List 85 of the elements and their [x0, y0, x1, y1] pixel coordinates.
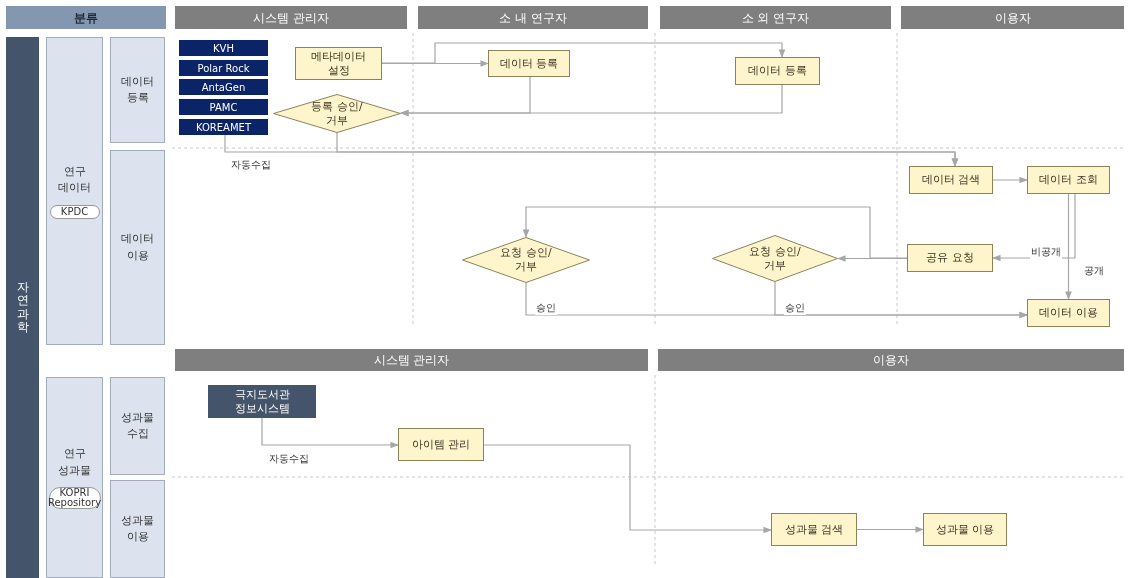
stage-column	[110, 377, 165, 475]
node-text: KOPRI Repository	[47, 488, 102, 508]
node-text: 시스템 관리자	[253, 9, 329, 27]
edge-label: 자동수집	[268, 451, 310, 466]
edge-label: 공개	[1083, 263, 1105, 278]
edge-label: 자동수집	[230, 157, 272, 172]
stage-column	[110, 37, 165, 143]
node-text: 메타데이터 설정	[310, 49, 367, 78]
database-box	[179, 60, 268, 76]
node-text: 데이터 이용	[1039, 306, 1098, 320]
lane-header	[175, 6, 407, 29]
connector-arrow	[992, 176, 1028, 184]
edge-label: 승인	[535, 300, 557, 315]
connector-arrow	[381, 42, 786, 64]
node-text: 소 외 연구자	[741, 9, 810, 27]
node-text: 데이터 등록	[120, 73, 155, 106]
database-box	[179, 119, 268, 135]
node-text: 요청 승인/거부	[748, 244, 802, 273]
node-text: 아이템 관리	[411, 437, 471, 452]
category-column	[46, 37, 103, 345]
process-box	[1027, 299, 1110, 327]
node-text: KOREAMET	[195, 120, 251, 135]
node-text: 공유 요청	[926, 251, 974, 265]
system-pill	[49, 204, 100, 219]
process-box	[398, 428, 484, 461]
decision-diamond	[462, 237, 590, 283]
connector-arrow	[224, 134, 959, 167]
node-text: 데이터 이용	[120, 231, 155, 264]
lane-header	[175, 349, 648, 371]
node-text: Polar Rock	[197, 61, 250, 76]
decision-diamond	[712, 235, 838, 282]
lane-header	[901, 6, 1124, 29]
node-text: 연구 데이터	[57, 163, 92, 196]
node-text: 데이터 등록	[748, 64, 807, 78]
process-box	[923, 513, 1007, 546]
node-text: KVH	[213, 41, 234, 56]
process-box	[735, 57, 820, 85]
connector-arrow	[1065, 193, 1072, 300]
decision-diamond	[273, 94, 401, 133]
node-text: 분류	[74, 9, 98, 27]
stage-column	[110, 150, 165, 345]
node-text: 요청 승인/거부	[499, 246, 553, 274]
node-text: 성과물 이용	[935, 522, 995, 537]
connector-arrow	[400, 84, 783, 117]
database-box	[179, 79, 268, 95]
process-box	[909, 166, 993, 194]
node-text: 이용자	[873, 352, 909, 369]
lane-header	[658, 349, 1124, 371]
node-text: 자연과학	[16, 281, 29, 334]
node-text: PAMC	[209, 100, 238, 115]
node-text: 성과물 이용	[120, 512, 155, 545]
node-text: KPDC	[60, 206, 89, 217]
lane-header	[660, 6, 891, 29]
process-box	[771, 513, 857, 546]
node-text: 데이터 검색	[921, 173, 981, 187]
category-band	[6, 37, 39, 578]
database-box	[179, 40, 268, 56]
node-text: AntaGen	[201, 80, 246, 95]
node-text: 데이터 조회	[1039, 173, 1098, 187]
node-text: 성과물 검색	[784, 522, 844, 537]
connector-arrow	[483, 444, 772, 534]
system-box	[208, 385, 316, 418]
connector-arrow	[261, 417, 399, 449]
connector-arrow	[774, 281, 1028, 319]
node-text: 소 내 연구자	[499, 9, 567, 27]
category-column	[46, 377, 103, 578]
process-box	[1027, 166, 1110, 194]
node-text: 시스템 관리자	[373, 352, 450, 369]
node-text: 등록 승인/거부	[310, 99, 364, 128]
node-text: 극지도서관 정보시스템	[233, 387, 291, 416]
header-bar	[6, 6, 166, 29]
node-text: 이용자	[994, 9, 1031, 27]
database-box	[179, 99, 268, 115]
edge-label: 비공개	[1030, 244, 1062, 259]
process-box	[295, 47, 382, 80]
node-text: 연구 성과물	[57, 446, 92, 479]
connector-arrow	[522, 206, 908, 259]
stage-column	[110, 480, 165, 578]
process-box	[907, 244, 993, 272]
lane-header	[418, 6, 648, 29]
node-text: 데이터 등록	[499, 56, 559, 71]
connector-arrow	[856, 526, 924, 533]
process-box	[488, 50, 570, 77]
edge-label: 승인	[784, 300, 806, 315]
node-text: 성과물 수집	[120, 409, 155, 442]
